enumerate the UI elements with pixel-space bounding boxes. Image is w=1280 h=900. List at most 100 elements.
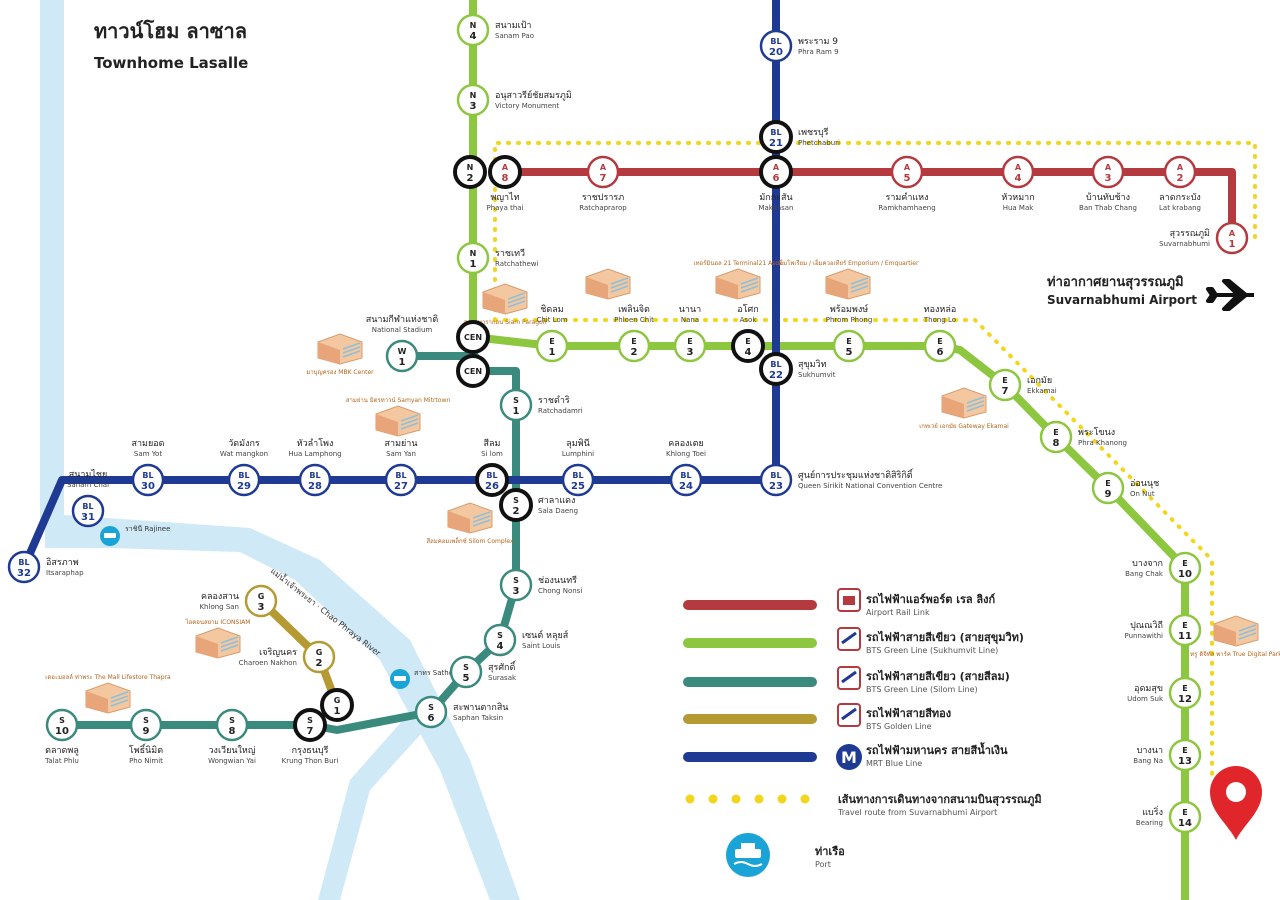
station-name-th: สะพานตากสิน [453, 702, 508, 713]
station-code-number: 10 [1178, 569, 1192, 580]
station-name-th: ราชปรารภ [582, 193, 624, 203]
station-code-number: 4 [497, 641, 504, 652]
station-code-number: 11 [1178, 631, 1192, 642]
bts-logo-icon [837, 666, 861, 690]
station-name-th: อ่อนนุช [1130, 479, 1159, 489]
station-name-th: ลุมพินี [566, 438, 590, 449]
station-s3[interactable]: S3ช่องนนทรีChong Nonsi [499, 568, 582, 602]
station-name-en: Talat Phlu [44, 757, 79, 765]
station-code-line: A [1015, 163, 1022, 172]
arl-logo-icon [837, 588, 861, 612]
station-marker [499, 568, 533, 602]
station-a1[interactable]: A1สุวรรณภูมิSuvarnabhumi [1159, 221, 1249, 255]
station-marker [890, 155, 924, 189]
station-name-th: พระโขนง [1078, 427, 1115, 438]
station-code-number: 3 [513, 586, 520, 597]
station-code-number: 7 [1002, 386, 1009, 397]
station-marker [456, 354, 490, 388]
station-name-th: สนามกีฬาแห่งชาติ [366, 314, 439, 325]
station-marker [385, 339, 419, 373]
station-e9[interactable]: E9อ่อนนุชOn Nut [1091, 471, 1159, 505]
station-name-th: พญาไท [490, 192, 519, 203]
station-code-line: A [1105, 163, 1112, 172]
airplane-icon [1206, 279, 1254, 311]
station-n2[interactable]: N2 [453, 155, 487, 189]
station-name-th: รามคำแหง [885, 192, 928, 203]
station-g1[interactable]: G1 [320, 688, 354, 722]
station-name-th: สีลม [484, 438, 501, 449]
station-marker [488, 155, 522, 189]
station-name-th: เอกมัย [1027, 376, 1052, 386]
station-marker [759, 463, 793, 497]
station-code-line: BL [572, 471, 583, 480]
station-name-th: กรุงธนบุรี [292, 745, 329, 756]
station-code-line: S [463, 663, 469, 672]
station-name-en: Ratchaprarop [579, 204, 627, 212]
station-marker [499, 388, 533, 422]
station-name-th: เซนต์ หลุยส์ [522, 629, 569, 641]
station-cen_top[interactable]: CEN [456, 320, 490, 354]
station-s5[interactable]: S5สุรศักดิ์Surasak [449, 655, 517, 689]
station-name-en: Chit Lom [536, 316, 567, 324]
station-bl23[interactable]: BL23ศูนย์การประชุมแห่งชาติสิริกิติ์Queen… [759, 463, 942, 497]
station-code-number: 10 [55, 726, 69, 737]
station-code-line: A [773, 163, 780, 172]
station-name-th: ศาลาแดง [538, 496, 575, 506]
station-cen_bot[interactable]: CEN [456, 354, 490, 388]
station-name-th: สนามเป้า [495, 20, 531, 31]
station-name-th: สามย่าน [385, 439, 418, 449]
station-marker [449, 655, 483, 689]
station-code-line: BL [82, 502, 93, 511]
legend-gold-th: รถไฟฟ้าสายสีทอง [866, 706, 951, 720]
station-name-en: Thong Lo [923, 316, 956, 324]
station-name-en: Saint Louis [522, 642, 561, 650]
